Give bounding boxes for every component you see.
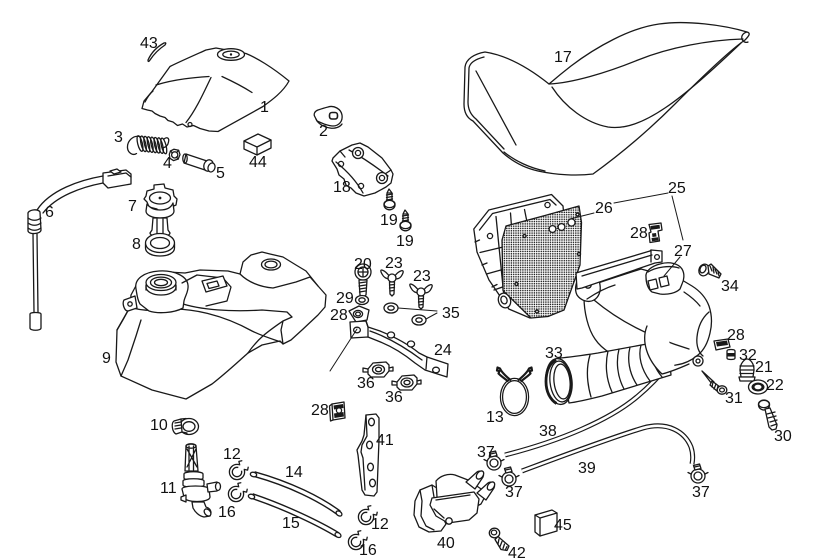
svg-text:16: 16 [218, 504, 236, 521]
svg-text:11: 11 [160, 480, 177, 497]
svg-text:36: 36 [385, 389, 403, 406]
svg-text:20: 20 [354, 256, 372, 273]
svg-text:37: 37 [505, 484, 523, 501]
svg-text:38: 38 [539, 423, 557, 440]
svg-text:23: 23 [413, 268, 431, 285]
svg-text:12: 12 [371, 516, 389, 533]
svg-text:16: 16 [359, 542, 377, 559]
svg-text:23: 23 [385, 255, 403, 272]
svg-text:24: 24 [434, 342, 452, 359]
svg-text:19: 19 [396, 233, 414, 250]
svg-text:40: 40 [437, 535, 455, 552]
svg-text:43: 43 [140, 35, 158, 52]
svg-text:33: 33 [545, 345, 563, 362]
svg-text:14: 14 [285, 464, 303, 481]
svg-text:32: 32 [739, 347, 757, 364]
svg-text:9: 9 [102, 350, 111, 367]
svg-text:17: 17 [554, 49, 572, 66]
svg-text:28: 28 [311, 402, 329, 419]
svg-text:6: 6 [45, 204, 54, 221]
svg-text:22: 22 [766, 377, 784, 394]
svg-text:36: 36 [357, 375, 375, 392]
svg-text:37: 37 [692, 484, 710, 501]
svg-text:18: 18 [333, 179, 351, 196]
svg-text:30: 30 [774, 428, 792, 445]
svg-text:19: 19 [380, 212, 398, 229]
svg-text:28: 28 [330, 307, 348, 324]
svg-text:44: 44 [249, 154, 267, 171]
svg-text:34: 34 [721, 278, 739, 295]
svg-text:27: 27 [674, 243, 692, 260]
svg-text:42: 42 [508, 545, 526, 559]
svg-text:29: 29 [336, 290, 354, 307]
svg-text:7: 7 [128, 198, 137, 215]
svg-text:21: 21 [755, 359, 773, 376]
svg-text:3: 3 [114, 129, 123, 146]
svg-text:28: 28 [727, 327, 745, 344]
svg-text:2: 2 [319, 123, 328, 140]
svg-text:4: 4 [163, 155, 172, 172]
svg-text:39: 39 [578, 460, 596, 477]
svg-text:8: 8 [132, 236, 141, 253]
svg-text:13: 13 [486, 409, 504, 426]
svg-text:35: 35 [442, 305, 460, 322]
svg-text:10: 10 [150, 417, 168, 434]
svg-text:37: 37 [477, 444, 495, 461]
svg-text:45: 45 [554, 517, 572, 534]
svg-text:5: 5 [216, 165, 225, 182]
svg-text:15: 15 [282, 515, 300, 532]
svg-text:12: 12 [223, 446, 241, 463]
svg-text:1: 1 [260, 99, 269, 116]
svg-text:28: 28 [630, 225, 648, 242]
svg-text:31: 31 [725, 390, 743, 407]
svg-text:25: 25 [668, 180, 686, 197]
svg-text:41: 41 [376, 432, 394, 449]
svg-text:26: 26 [595, 200, 613, 217]
